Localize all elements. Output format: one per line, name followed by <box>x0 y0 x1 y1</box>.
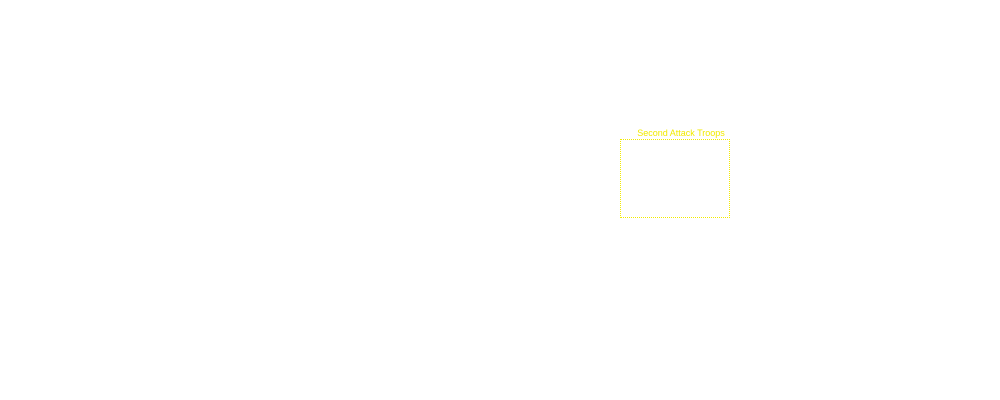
troop-group-frame[interactable] <box>620 139 730 218</box>
troop-group-label: Second Attack Troops <box>637 128 725 138</box>
